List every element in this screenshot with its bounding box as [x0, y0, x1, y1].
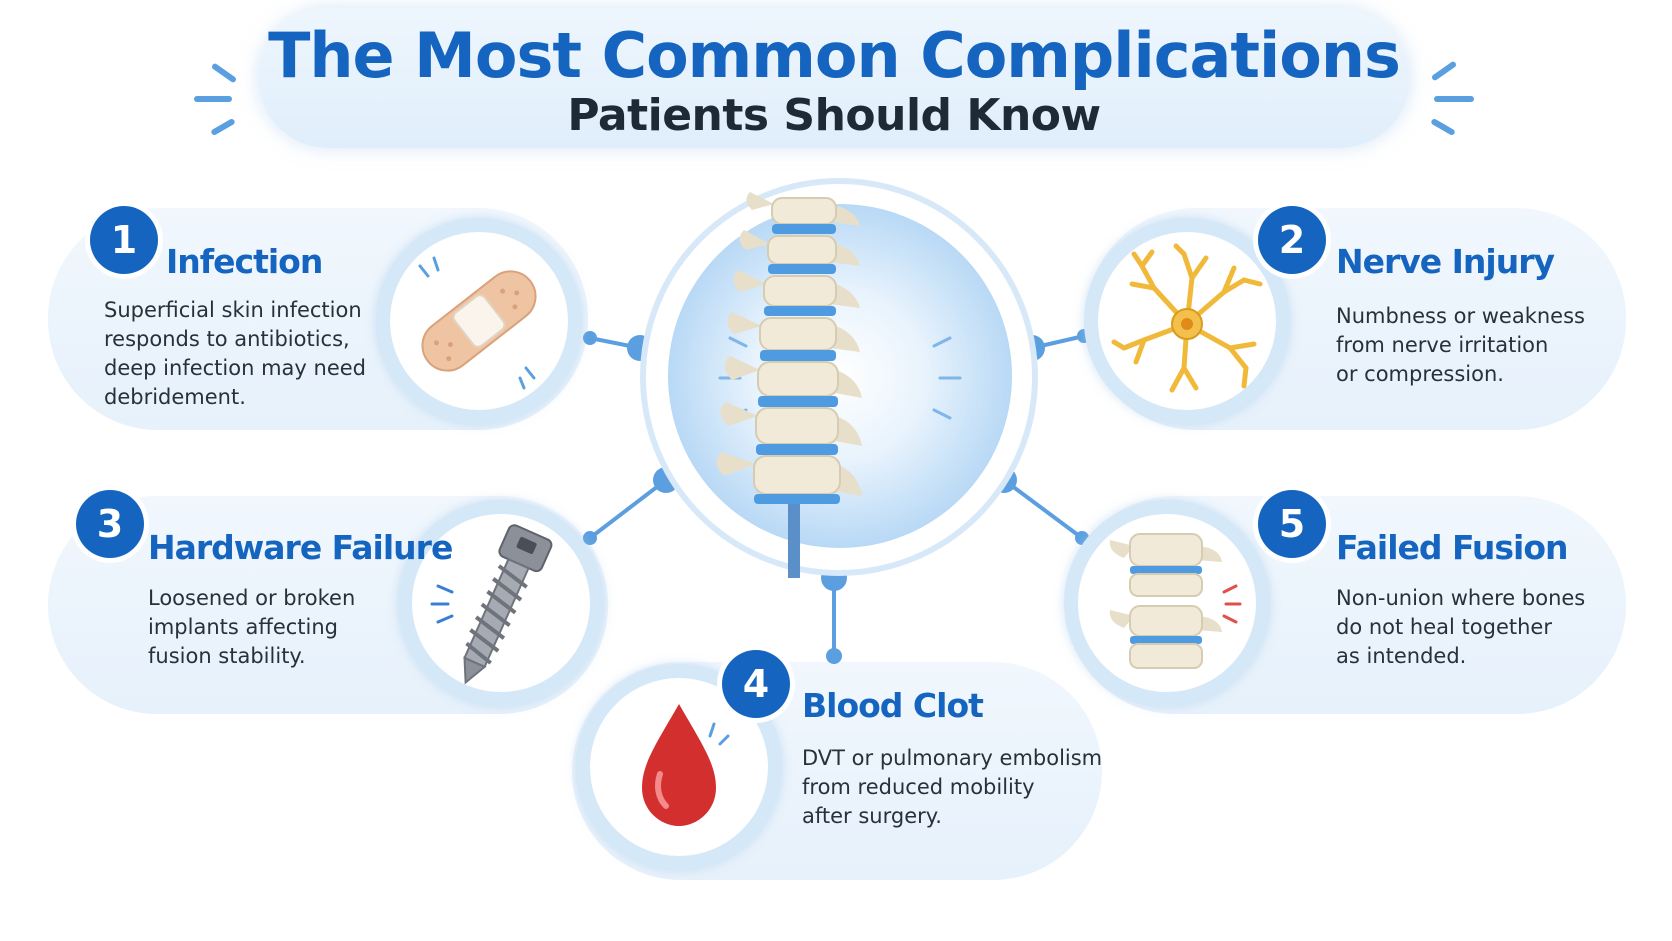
title-hardware-failure: Hardware Failure: [148, 528, 453, 567]
badge-number-5: 5: [1258, 490, 1326, 558]
spark-dash: [1434, 96, 1474, 102]
page-title: The Most Common Complications: [268, 19, 1401, 92]
title-failed-fusion: Failed Fusion: [1336, 528, 1569, 567]
spark-dash: [194, 96, 232, 102]
desc-line: or compression.: [1336, 362, 1504, 386]
desc-line: implants affecting: [148, 615, 338, 639]
desc-line: do not heal together: [1336, 615, 1552, 639]
badge-number-3: 3: [76, 490, 144, 558]
connector-dot: [826, 648, 842, 664]
desc-infection: Superficial skin infection responds to a…: [104, 296, 366, 412]
desc-line: after surgery.: [802, 804, 942, 828]
desc-nerve-injury: Numbness or weakness from nerve irritati…: [1336, 302, 1585, 389]
desc-line: responds to antibiotics,: [104, 327, 350, 351]
blood-drop-icon: [642, 704, 730, 826]
connector-dot: [583, 531, 597, 545]
desc-line: Superficial skin infection: [104, 298, 362, 322]
desc-line: Non-union where bones: [1336, 586, 1586, 610]
page-subtitle: Patients Should Know: [567, 90, 1101, 141]
badge-number-2: 2: [1258, 206, 1326, 274]
desc-hardware-failure: Loosened or broken implants affecting fu…: [148, 584, 355, 671]
desc-failed-fusion: Non-union where bones do not heal togeth…: [1336, 584, 1585, 671]
desc-line: deep infection may need: [104, 356, 366, 380]
desc-line: debridement.: [104, 385, 246, 409]
desc-line: Numbness or weakness: [1336, 304, 1585, 328]
connector-dot: [583, 331, 597, 345]
desc-line: from reduced mobility: [802, 775, 1035, 799]
vertebrae-icon: [1109, 533, 1242, 669]
desc-blood-clot: DVT or pulmonary embolism from reduced m…: [802, 744, 1102, 831]
badge-number-4: 4: [722, 650, 790, 718]
bandage-icon: [418, 256, 537, 390]
neuron-icon: [1111, 243, 1263, 393]
screw-icon: [430, 524, 553, 685]
desc-line: as intended.: [1336, 644, 1467, 668]
title-infection: Infection: [166, 242, 323, 281]
desc-line: from nerve irritation: [1336, 333, 1549, 357]
title-nerve-injury: Nerve Injury: [1336, 242, 1555, 281]
desc-line: Loosened or broken: [148, 586, 356, 610]
desc-line: DVT or pulmonary embolism: [802, 746, 1103, 770]
badge-number-1: 1: [90, 206, 158, 274]
desc-line: fusion stability.: [148, 644, 306, 668]
spine-icon: [716, 192, 962, 578]
title-banner: [258, 8, 1410, 148]
title-blood-clot: Blood Clot: [802, 686, 984, 725]
